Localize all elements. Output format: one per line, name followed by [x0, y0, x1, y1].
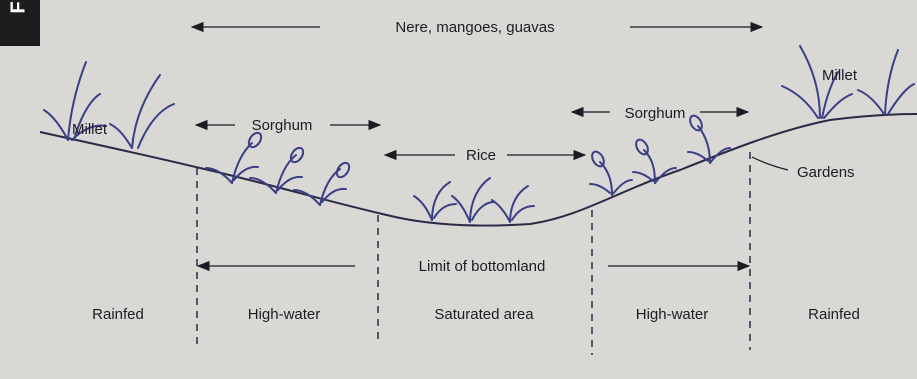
zone-saturated-area: Saturated area [434, 306, 534, 323]
sorghum-right-plants [590, 114, 730, 195]
millet-left-label: Millet [72, 121, 108, 138]
gardens-label: Gardens [797, 164, 855, 181]
millet-left-plants [44, 62, 174, 148]
zone-rainfed-right: Rainfed [808, 306, 860, 323]
limit-of-bottomland-label: Limit of bottomland [419, 258, 546, 275]
sorghum-left-label: Sorghum [252, 117, 313, 134]
rice-label: Rice [466, 147, 496, 164]
rice-plants [414, 178, 534, 222]
zone-rainfed-left: Rainfed [92, 306, 144, 323]
sorghum-right-label: Sorghum [625, 105, 686, 122]
zone-high-water-right: High-water [636, 306, 709, 323]
trees-label: Nere, mangoes, guavas [395, 19, 554, 36]
zone-high-water-left: High-water [248, 306, 321, 323]
gardens-leader [752, 157, 788, 170]
millet-right-label: Millet [822, 67, 858, 84]
sorghum-left-plants [206, 131, 352, 205]
